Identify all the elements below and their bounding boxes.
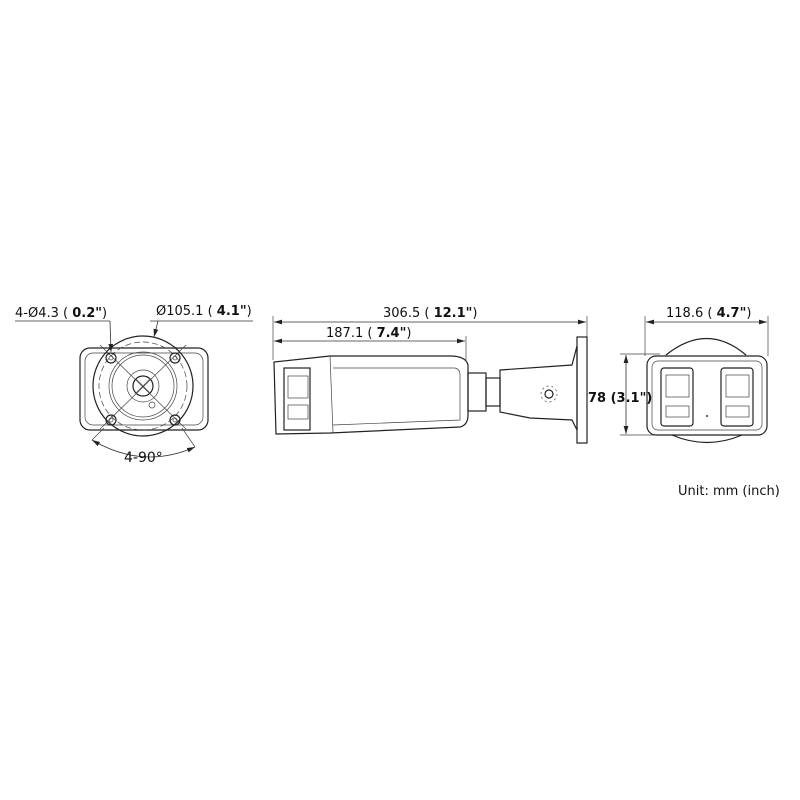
unit-label: Unit: mm (inch) (678, 484, 780, 499)
lens-window (283, 367, 311, 431)
hole-diameter-label: 4-Ø4.3 ( 0.2") (15, 306, 107, 321)
mount-bracket-outline (79, 347, 209, 431)
right-lens-window (720, 367, 754, 427)
angle-label: 4-90° (124, 450, 163, 466)
profile-view: 306.5 ( 12.1") 187.1 ( 7.4") (272, 306, 588, 444)
camera-front (646, 355, 768, 436)
bracket-arm (499, 345, 578, 431)
width-label: 118.6 ( 4.7") (666, 306, 751, 321)
screw-holes (105, 352, 181, 426)
mount-dome (665, 337, 747, 356)
height-label: 78 (3.1") (588, 391, 652, 406)
base-circle (92, 335, 194, 437)
total-length-label: 306.5 ( 12.1") (383, 306, 478, 321)
mount-plate (576, 336, 588, 444)
neck (467, 372, 487, 412)
mount-base-view: 4-Ø4.3 ( 0.2") Ø105.1 ( 4.1") 4-90° (15, 304, 253, 466)
body-length-label: 187.1 ( 7.4") (326, 326, 411, 341)
front-view: 118.6 ( 4.7") 78 (3.1") (588, 306, 769, 444)
angle-arc (91, 439, 196, 458)
left-lens-window (660, 367, 694, 427)
base-diameter-label: Ø105.1 ( 4.1") (156, 304, 252, 319)
camera-housing (273, 355, 469, 435)
